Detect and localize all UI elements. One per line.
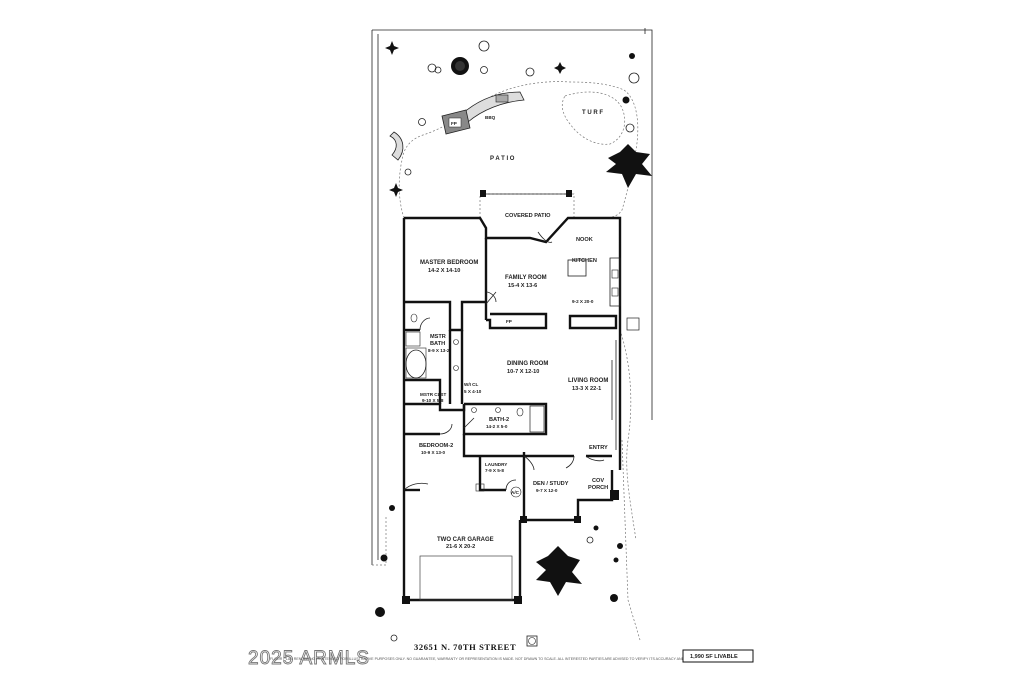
shrub-icon [390,634,398,642]
svg-text:10-7 X 12-10: 10-7 X 12-10 [507,369,539,375]
house-walls [402,216,622,602]
shrub-icon [389,505,395,511]
svg-text:COVERED PATIO: COVERED PATIO [505,213,551,219]
columns [402,490,619,604]
door-swings [403,231,605,491]
svg-text:7-9 X 5-8: 7-9 X 5-8 [485,468,504,473]
svg-text:BEDROOM-2: BEDROOM-2 [419,443,453,449]
patio-label: P A T I O [490,156,515,162]
shrub-icon [385,41,399,55]
svg-text:PORCH: PORCH [588,485,608,491]
covered-patio: COVERED PATIO [480,190,572,219]
svg-text:NOOK: NOOK [576,237,593,243]
washer [475,483,485,492]
shrub-icon [427,63,442,74]
address: 32651 N. 70TH STREET [414,642,516,652]
turf-outline [561,91,625,145]
garage-door [419,555,513,601]
shrub-icon [554,62,566,74]
shrub-icon [525,67,535,77]
bath2-tub [529,405,545,433]
svg-text:MSTR: MSTR [430,334,446,340]
svg-text:14-2 X 14-10: 14-2 X 14-10 [428,268,460,274]
shrub-icon [375,607,385,617]
shrub-icon [613,557,619,563]
svg-text:TWO CAR GARAGE: TWO CAR GARAGE [437,537,494,543]
svg-text:9-10 X 5-8: 9-10 X 5-8 [422,398,444,403]
shrub-icon [617,543,623,549]
patio-outline [398,81,639,219]
svg-text:LAUNDRY: LAUNDRY [485,462,507,467]
disclaimer: FLOOR PLAN RENDERING IS INTENDED FOR ILL… [270,657,734,661]
svg-text:BATH: BATH [430,341,445,347]
svg-text:ENTRY: ENTRY [589,445,608,451]
svg-text:DEN / STUDY: DEN / STUDY [533,481,569,487]
shrub-icon [622,96,630,104]
svg-text:DINING ROOM: DINING ROOM [507,361,548,367]
shrub-icon [610,594,618,602]
svg-text:MSTR CLST: MSTR CLST [420,392,446,397]
turf-label: T U R F [582,110,603,116]
svg-text:BATH-2: BATH-2 [489,417,509,423]
svg-text:15-4 X 13-6: 15-4 X 13-6 [508,283,537,289]
shrub-icon [593,525,599,531]
svg-text:8-9 X 13-2: 8-9 X 13-2 [428,348,450,353]
bbq-label: BBQ [485,115,496,120]
svg-text:LIVING ROOM: LIVING ROOM [568,378,608,384]
lot-boundary [371,28,653,641]
svg-text:COV: COV [592,478,604,484]
bbq-grill [495,94,509,103]
livable-badge: 1,990 SF LIVABLE [682,649,754,663]
shrub-icon [586,536,594,544]
ac-unit [526,635,538,647]
outdoor-fp-label: FP [451,121,457,126]
shrub-icon [380,554,388,562]
shrub-icon [478,40,490,52]
svg-text:FAMILY ROOM: FAMILY ROOM [505,275,547,281]
shrub-icon [629,53,635,59]
svg-text:9-7 X 12-0: 9-7 X 12-0 [536,488,558,493]
svg-text:MASTER BEDROOM: MASTER BEDROOM [420,260,478,266]
svg-text:W/I CL: W/I CL [464,382,478,387]
svg-text:5 X 4-10: 5 X 4-10 [464,389,482,394]
master-toilet [410,313,418,323]
tree-icon [606,144,652,188]
tree-icon [536,546,582,596]
svg-text:A/C: A/C [511,490,520,495]
shrub-icon [480,66,488,74]
shrub-icon [628,72,640,84]
shrub-icon [625,123,635,133]
shrub-icon [418,118,426,126]
svg-text:KITCHEN: KITCHEN [572,258,597,264]
landscaping [375,40,652,642]
shrub-icon [389,183,403,197]
master-tub [405,349,427,379]
svg-text:9-2 X 20-0: 9-2 X 20-0 [572,299,594,304]
tree-icon [451,57,469,75]
water-heater [510,486,522,498]
svg-text:13-3 X 22-1: 13-3 X 22-1 [572,386,601,392]
svg-text:14-2 X 5-0: 14-2 X 5-0 [486,424,508,429]
svg-text:FP: FP [506,319,512,324]
svg-text:21-6 X 20-2: 21-6 X 20-2 [446,544,475,550]
master-shower [405,331,421,347]
bbq-counter [461,91,525,123]
curved-bench [389,131,404,161]
shrub-icon [404,168,412,176]
room-labels: MASTER BEDROOM 14-2 X 14-10 FAMILY ROOM … [419,237,608,550]
svg-text:10-9 X 13-0: 10-9 X 13-0 [421,450,445,455]
side-path [619,329,637,541]
svg-text:1,990 SF LIVABLE: 1,990 SF LIVABLE [690,654,738,660]
watermark: 2025 ARMLS [248,648,370,669]
fixtures [405,313,640,647]
